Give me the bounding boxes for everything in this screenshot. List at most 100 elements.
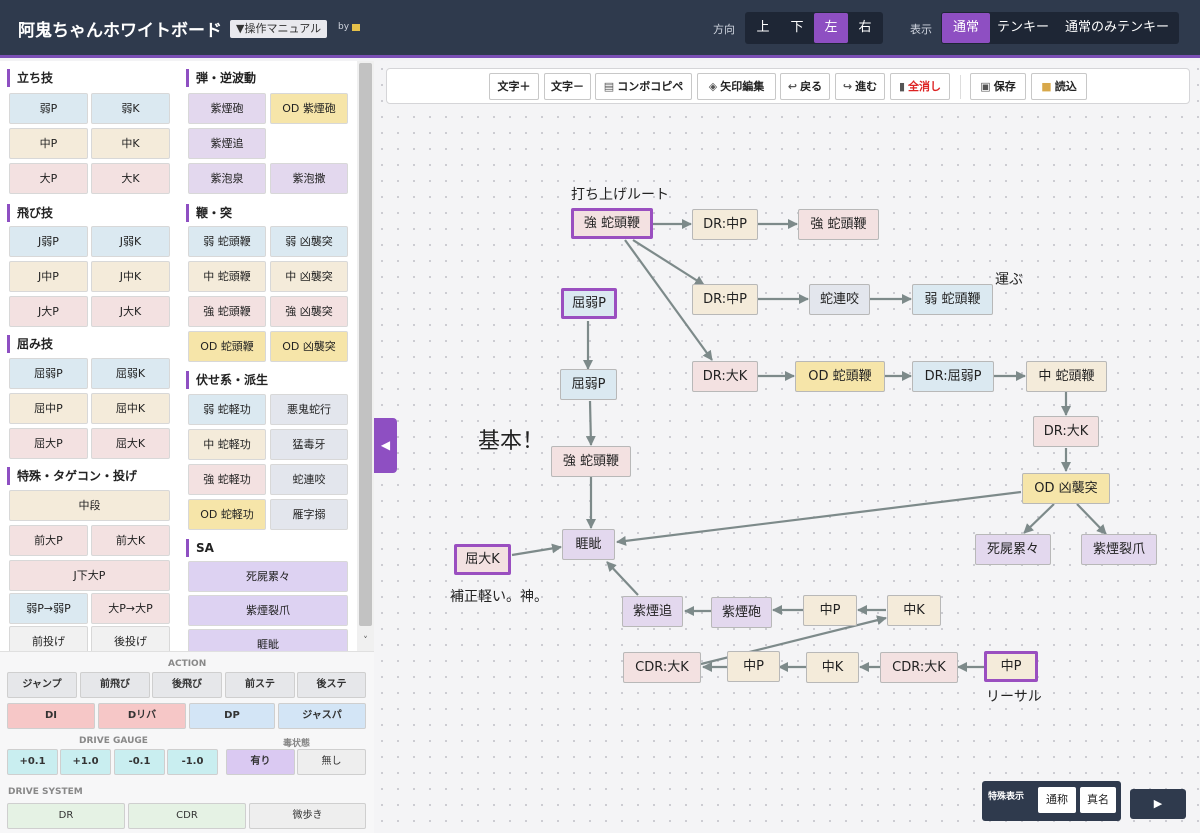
action-back-dash-button[interactable]: 後ステ <box>297 672 366 698</box>
combo-node[interactable]: 睚眦 <box>562 529 615 560</box>
move-button[interactable]: 紫泡泉 <box>188 163 266 194</box>
move-button[interactable]: J大P <box>9 296 88 327</box>
combo-node[interactable]: 屈弱P <box>560 369 617 400</box>
move-button[interactable]: 雁字搦 <box>270 499 348 530</box>
board-note[interactable]: 補正軽い。神。 <box>450 589 548 605</box>
move-button[interactable]: 前大P <box>9 525 88 556</box>
move-button[interactable]: 中 蛇軽功 <box>188 429 266 460</box>
action-forward-dash-button[interactable]: 前ステ <box>225 672 295 698</box>
move-button[interactable]: 屈弱P <box>9 358 88 389</box>
save-button[interactable]: ▣保存 <box>970 73 1026 100</box>
move-button[interactable]: 紫煙裂爪 <box>188 595 348 626</box>
true-name-button[interactable]: 真名 <box>1080 787 1116 813</box>
combo-node[interactable]: 中K <box>806 652 859 683</box>
move-button[interactable]: J中K <box>91 261 170 292</box>
move-button[interactable]: 屈大P <box>9 428 88 459</box>
drive-rush-button[interactable]: DR <box>7 803 125 829</box>
combo-node[interactable]: 強 蛇頭鞭 <box>571 208 653 239</box>
whiteboard-canvas[interactable] <box>374 61 1200 833</box>
combo-node[interactable]: 中K <box>887 595 941 626</box>
move-button[interactable]: 弱 蛇頭鞭 <box>188 226 266 257</box>
move-button[interactable]: 大K <box>91 163 170 194</box>
combo-node[interactable]: DR:大K <box>692 361 758 392</box>
move-button[interactable]: 強 蛇頭鞭 <box>188 296 266 327</box>
direction-up-button[interactable]: 上 <box>756 20 770 35</box>
manual-toggle-button[interactable]: ▼操作マニュアル <box>230 20 328 38</box>
combo-node[interactable]: 中P <box>727 651 780 682</box>
display-normal-button[interactable]: 通常 <box>942 13 990 43</box>
font-size-up-button[interactable]: 文字＋ <box>489 73 539 100</box>
arrow-edit-button[interactable]: ◈矢印編集 <box>697 73 776 100</box>
combo-node[interactable]: 強 蛇頭鞭 <box>798 209 879 240</box>
move-button[interactable]: J大K <box>91 296 170 327</box>
move-button[interactable]: 屈大K <box>91 428 170 459</box>
move-button[interactable]: 弱 凶襲突 <box>270 226 348 257</box>
combo-node[interactable]: DR:屈弱P <box>912 361 994 392</box>
move-button[interactable]: J下大P <box>9 560 170 591</box>
micro-walk-button[interactable]: 微歩き <box>249 803 366 829</box>
direction-down-button[interactable]: 下 <box>790 20 804 35</box>
board-note[interactable]: 基本！ <box>478 429 545 454</box>
font-size-down-button[interactable]: 文字－ <box>544 73 591 100</box>
combo-node[interactable]: 紫煙砲 <box>711 597 772 628</box>
scroll-down-arrow-icon[interactable]: ˅ <box>363 636 368 646</box>
move-button[interactable]: 強 凶襲突 <box>270 296 348 327</box>
just-parry-button[interactable]: ジャスパ <box>278 703 366 729</box>
combo-node[interactable]: 中P <box>984 651 1038 682</box>
combo-node[interactable]: 屈大K <box>454 544 511 575</box>
move-button[interactable]: 紫泡撒 <box>270 163 348 194</box>
move-button[interactable]: 悪鬼蛇行 <box>270 394 348 425</box>
move-button[interactable]: J弱P <box>9 226 88 257</box>
move-button[interactable]: 睚眦 <box>188 629 348 651</box>
move-button[interactable]: 中 蛇頭鞭 <box>188 261 266 292</box>
combo-node[interactable]: DR:中P <box>692 284 758 315</box>
combo-node[interactable]: CDR:大K <box>880 652 958 683</box>
action-back-jump-button[interactable]: 後飛び <box>152 672 222 698</box>
move-button[interactable]: 屈中P <box>9 393 88 424</box>
move-button[interactable]: 紫煙砲 <box>188 93 266 124</box>
combo-node[interactable]: 紫煙追 <box>622 596 683 627</box>
move-button[interactable]: 中 凶襲突 <box>270 261 348 292</box>
move-button[interactable]: OD 凶襲突 <box>270 331 348 362</box>
board-note[interactable]: リーサル <box>986 689 1042 705</box>
combo-node[interactable]: 強 蛇頭鞭 <box>551 446 631 477</box>
board-note[interactable]: 打ち上げルート <box>571 187 669 203</box>
action-jump-button[interactable]: ジャンプ <box>7 672 77 698</box>
move-button[interactable]: 中K <box>91 128 170 159</box>
drive-gauge-minus-large-button[interactable]: -1.0 <box>167 749 218 775</box>
poison-on-button[interactable]: 有り <box>226 749 295 775</box>
move-button[interactable]: 紫煙追 <box>188 128 266 159</box>
drive-reversal-button[interactable]: Dリバ <box>98 703 186 729</box>
move-button[interactable]: 弱P <box>9 93 88 124</box>
palette-scroll-thumb[interactable] <box>359 63 372 626</box>
combo-node[interactable]: OD 凶襲突 <box>1022 473 1110 504</box>
combo-node[interactable]: 弱 蛇頭鞭 <box>912 284 993 315</box>
combo-node[interactable]: 屈弱P <box>561 288 617 319</box>
combo-node[interactable]: 死屍累々 <box>975 534 1051 565</box>
move-button[interactable]: 猛毒牙 <box>270 429 348 460</box>
combo-copy-button[interactable]: ▤コンボコピペ <box>595 73 692 100</box>
combo-node[interactable]: 中P <box>803 595 857 626</box>
undo-button[interactable]: ↩戻る <box>780 73 830 100</box>
combo-node[interactable]: DR:中P <box>692 209 758 240</box>
board-note[interactable]: 運ぶ <box>995 272 1023 288</box>
drive-impact-button[interactable]: DI <box>7 703 95 729</box>
collapse-sidebar-arrow-icon[interactable]: ◀ <box>374 418 397 473</box>
move-button[interactable]: OD 蛇軽功 <box>188 499 266 530</box>
combo-node[interactable]: 蛇連咬 <box>809 284 870 315</box>
display-normal-only-numpad-button[interactable]: 通常のみテンキー <box>1064 20 1169 35</box>
move-button[interactable]: 大P→大P <box>91 593 170 624</box>
author-logo-icon[interactable] <box>352 24 360 31</box>
move-button[interactable]: 屈中K <box>91 393 170 424</box>
direction-right-button[interactable]: 右 <box>858 20 872 35</box>
clear-all-button[interactable]: ▮全消し <box>890 73 950 100</box>
direction-left-button[interactable]: 左 <box>814 13 848 43</box>
move-button[interactable]: 中P <box>9 128 88 159</box>
move-button[interactable]: 蛇連咬 <box>270 464 348 495</box>
poison-off-button[interactable]: 無し <box>297 749 366 775</box>
move-button[interactable]: 弱K <box>91 93 170 124</box>
load-button[interactable]: ■読込 <box>1031 73 1087 100</box>
drive-gauge-plus-small-button[interactable]: +0.1 <box>7 749 58 775</box>
cancel-drive-rush-button[interactable]: CDR <box>128 803 246 829</box>
combo-node[interactable]: DR:大K <box>1033 416 1099 447</box>
